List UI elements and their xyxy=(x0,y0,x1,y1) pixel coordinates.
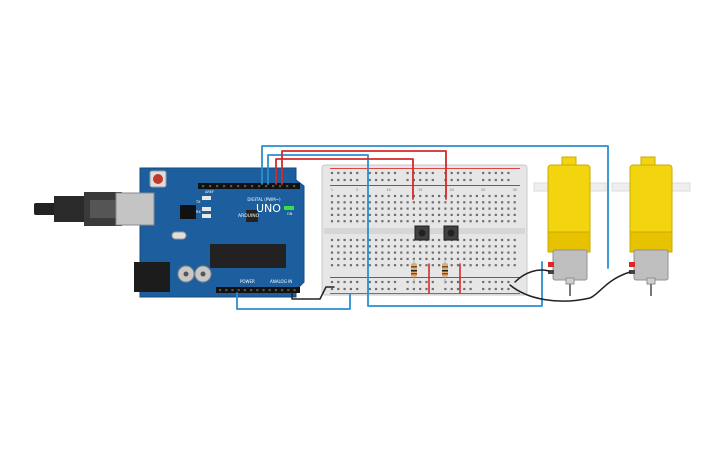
breadboard-column-number: 30 xyxy=(512,188,516,192)
pushbutton-2[interactable] xyxy=(443,225,459,241)
digital-header xyxy=(198,183,300,189)
rx-led-label: RX xyxy=(196,210,201,214)
digital-header-label: DIGITAL (PWM~) xyxy=(247,197,281,202)
wire-blue-top-loop[interactable] xyxy=(261,145,609,269)
arduino-uno-board[interactable]: DIGITAL (PWM~) UNO ARDUINO TX RX ON AREF… xyxy=(34,167,305,298)
wires xyxy=(236,145,631,310)
wire-red-pin-2[interactable] xyxy=(281,150,447,200)
resistor-1[interactable] xyxy=(411,259,417,284)
breadboard-column-number: 10 xyxy=(386,188,390,192)
wire-red-pin-1[interactable] xyxy=(275,158,414,200)
resistor-2[interactable] xyxy=(442,259,448,284)
breadboard-column-number: 25 xyxy=(481,188,485,192)
on-led-label: ON xyxy=(287,212,293,216)
power-header-label: POWER xyxy=(240,279,255,284)
dc-motor-left[interactable] xyxy=(533,156,607,296)
wire-black-gnd[interactable] xyxy=(291,286,335,300)
breadboard-column-number: 1 xyxy=(331,188,333,192)
analog-header-label: ANALOG IN xyxy=(270,279,292,284)
breadboard-column-number: 15 xyxy=(418,188,422,192)
board-model-label: UNO xyxy=(256,202,281,215)
wire-black-motor-1[interactable] xyxy=(509,271,631,302)
wire-blue-gnd[interactable] xyxy=(236,292,351,310)
breadboard-column-number: 5 xyxy=(356,188,358,192)
tx-led-label: TX xyxy=(195,200,201,204)
wire-black-motor-2[interactable] xyxy=(514,269,550,283)
usb-cable-plug xyxy=(34,203,56,215)
usb-port xyxy=(115,192,155,226)
reset-button[interactable] xyxy=(153,174,163,184)
terminal-strip-holes xyxy=(330,194,516,267)
board-brand-label: ARDUINO xyxy=(238,213,260,219)
pushbutton-1[interactable] xyxy=(414,225,430,241)
breadboard-column-number: 20 xyxy=(449,188,453,192)
dc-motor-right[interactable] xyxy=(611,156,691,296)
power-jack xyxy=(134,262,170,292)
atmega-chip xyxy=(210,244,286,268)
aref-label: AREF xyxy=(205,190,214,194)
power-led xyxy=(284,206,294,210)
